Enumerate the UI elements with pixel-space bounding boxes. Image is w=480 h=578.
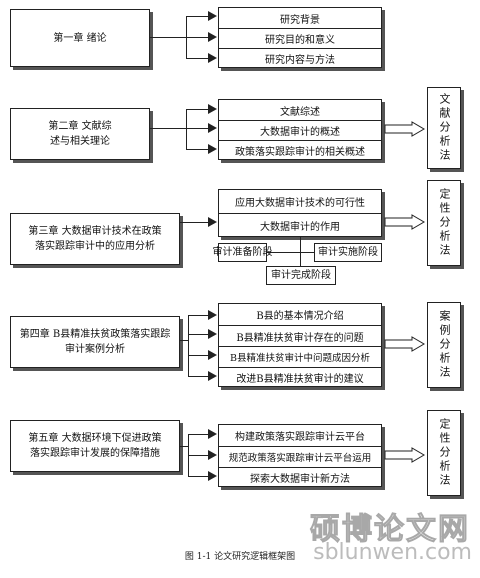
chapter-4-item: 改进B县精准扶贫审计的建议	[219, 367, 381, 387]
stage-preparation-box: 审计准备阶段	[213, 243, 273, 262]
arrow-to-method-5	[384, 447, 425, 463]
connector-2-trunk	[150, 128, 186, 129]
connector-4-vertical	[188, 315, 189, 377]
arrow-4-d	[208, 371, 217, 381]
connector-4-c	[188, 355, 208, 356]
chapter-1-item: 研究内容与方法	[219, 48, 381, 68]
connector-4-trunk	[180, 340, 188, 341]
chapter-3-item: 应用大数据审计技术的可行性	[235, 198, 365, 209]
connector-1-mid	[186, 37, 208, 38]
chapter-2-box: 第二章 文献综 述与相关理论	[10, 108, 150, 160]
connector-5-top	[188, 434, 208, 435]
chapter-1-item: 研究背景	[280, 14, 320, 26]
chapter-4-box: 第四章 B县精准扶贫政策落实跟踪 审计案例分析	[10, 316, 180, 368]
chapter-2-item: 政策落实跟踪审计的相关概述	[219, 140, 381, 160]
arrow-3-main	[208, 217, 217, 227]
method-box-5: 定性分析法	[427, 410, 461, 496]
chapter-4-title: 第四章 B县精准扶贫政策落实跟踪 审计案例分析	[19, 329, 171, 355]
method-box-3: 定性分析法	[427, 180, 461, 266]
chapter-4-item: B县精准扶贫审计中问题成因分析	[219, 346, 381, 367]
arrow-2-top	[208, 104, 217, 114]
chapter-4-item: B县的基本情况介绍	[256, 311, 344, 322]
connector-3-stage-right	[300, 252, 314, 253]
arrow-5-top	[208, 429, 217, 439]
chapter-3-title: 第三章 大数据审计技术在政策 落实跟踪审计中的应用分析	[28, 226, 162, 252]
chapter-2-item: 大数据审计的概述	[219, 120, 381, 140]
stage-implementation-label: 审计实施阶段	[318, 247, 378, 258]
method-3-label: 定性分析法	[438, 188, 451, 258]
connector-1-top	[186, 16, 208, 17]
chapter-5-item: 构建政策落实跟踪审计云平台	[235, 432, 365, 443]
connector-3-trunk	[180, 222, 208, 223]
watermark-site: sblunwen.com	[313, 540, 472, 565]
figure-caption: 图 1-1 论文研究逻辑框架图	[184, 552, 296, 562]
arrow-to-method-2	[384, 121, 425, 137]
arrow-2-bottom	[208, 144, 217, 154]
chapter-2-items: 文献综述 大数据审计的概述 政策落实跟踪审计的相关概述	[218, 99, 382, 160]
chapter-1-items: 研究背景 研究目的和意义 研究内容与方法	[218, 7, 382, 68]
connector-2-mid	[186, 128, 208, 129]
arrow-4-a	[208, 310, 217, 320]
connector-3-down	[300, 237, 301, 266]
arrow-5-bottom	[208, 471, 217, 481]
arrow-1-mid	[208, 32, 217, 42]
connector-2-vertical	[186, 109, 187, 149]
arrow-to-method-3	[384, 214, 425, 230]
method-2-label: 文献分析法	[438, 93, 451, 163]
chapter-1-box: 第一章 绪论	[10, 9, 150, 67]
connector-1-trunk	[150, 37, 186, 38]
stage-implementation-box: 审计实施阶段	[314, 243, 382, 262]
stage-completion-label: 审计完成阶段	[271, 270, 331, 281]
chapter-1-title: 第一章 绪论	[53, 32, 107, 44]
chapter-5-box: 第五章 大数据环境下促进政策 落实跟踪审计发展的保障措施	[10, 420, 180, 472]
arrow-4-c	[208, 350, 217, 360]
chapter-3-items: 应用大数据审计技术的可行性 大数据审计的作用	[218, 189, 382, 237]
connector-4-d	[188, 376, 208, 377]
chapter-5-title: 第五章 大数据环境下促进政策 落实跟踪审计发展的保障措施	[28, 433, 162, 459]
method-box-2: 文献分析法	[427, 87, 461, 169]
stage-completion-box: 审计完成阶段	[266, 266, 336, 285]
method-5-label: 定性分析法	[438, 418, 451, 488]
watermark-brand: 硕博论文网	[310, 512, 470, 548]
method-box-4: 案例分析法	[427, 302, 461, 388]
stage-preparation-label: 审计准备阶段	[212, 247, 273, 258]
connector-1-bottom	[186, 58, 208, 59]
chapter-3-box: 第三章 大数据审计技术在政策 落实跟踪审计中的应用分析	[10, 213, 180, 265]
connector-5-trunk	[180, 446, 188, 447]
chapter-1-item: 研究目的和意义	[219, 28, 381, 48]
chapter-4-items: B县的基本情况介绍 B县精准扶贫审计存在的问题 B县精准扶贫审计中问题成因分析 …	[218, 303, 382, 387]
arrow-to-method-4	[384, 336, 425, 352]
arrow-2-mid	[208, 123, 217, 133]
connector-4-b	[188, 334, 208, 335]
arrow-1-top	[208, 11, 217, 21]
connector-2-bottom	[186, 149, 208, 150]
chapter-3-item: 大数据审计的作用	[219, 213, 381, 237]
chapter-5-items: 构建政策落实跟踪审计云平台 规范政策落实跟踪审计云平台运用 探索大数据审计新方法	[218, 424, 382, 487]
chapter-5-item: 探索大数据审计新方法	[219, 467, 381, 487]
arrow-1-bottom	[208, 53, 217, 63]
connector-4-a	[188, 315, 208, 316]
chapter-2-title: 第二章 文献综 述与相关理论	[48, 121, 112, 147]
connector-2-top	[186, 109, 208, 110]
method-4-label: 案例分析法	[438, 310, 451, 380]
chapter-5-item: 规范政策落实跟踪审计云平台运用	[219, 446, 381, 467]
connector-5-mid	[188, 455, 208, 456]
chapter-2-item: 文献综述	[280, 106, 320, 118]
connector-3-stage-left	[267, 252, 300, 253]
arrow-5-mid	[208, 450, 217, 460]
connector-5-bottom	[188, 476, 208, 477]
arrow-4-b	[208, 329, 217, 339]
chapter-4-item: B县精准扶贫审计存在的问题	[219, 325, 381, 346]
